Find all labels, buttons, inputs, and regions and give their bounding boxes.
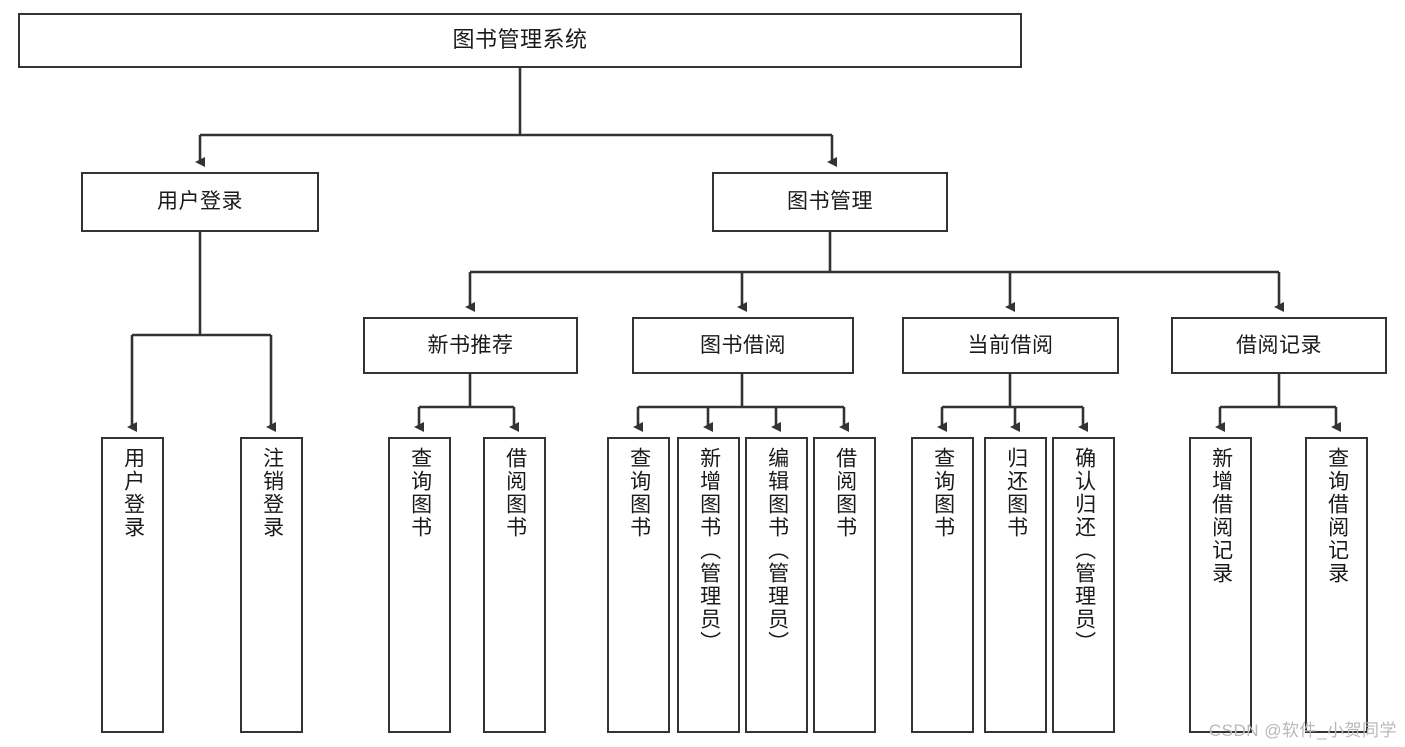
node-leaf-borrow-book-2-label: 借阅图书 [833,447,857,539]
node-leaf-add-record-label: 新增借阅记录 [1209,447,1233,585]
node-leaf-query-record-label: 查询借阅记录 [1325,447,1349,585]
node-book-borrow-label: 图书借阅 [700,333,786,357]
node-book-manage-label: 图书管理 [787,190,873,214]
node-leaf-add-record[interactable]: 新增借阅记录 [1189,437,1252,733]
node-leaf-user-login-label: 用户登录 [121,447,145,539]
node-leaf-query-book-1[interactable]: 查询图书 [388,437,451,733]
node-leaf-add-book-label: 新增图书（管理员） [697,447,721,654]
node-leaf-edit-book-label: 编辑图书（管理员） [765,447,789,654]
node-current-borrow-label: 当前借阅 [967,333,1054,357]
node-root[interactable]: 图书管理系统 [18,13,1022,68]
node-leaf-query-book-2-label: 查询图书 [627,447,651,539]
node-leaf-query-book-2[interactable]: 查询图书 [607,437,670,733]
node-leaf-return-book-label: 归还图书 [1004,447,1028,539]
node-leaf-logout-label: 注销登录 [260,447,284,539]
node-new-book-recommend[interactable]: 新书推荐 [363,317,578,374]
node-user-login-label: 用户登录 [157,190,243,214]
node-leaf-borrow-book-2[interactable]: 借阅图书 [813,437,876,733]
node-leaf-borrow-book-1-label: 借阅图书 [503,447,527,539]
node-user-login[interactable]: 用户登录 [81,172,319,232]
node-leaf-return-book[interactable]: 归还图书 [984,437,1047,733]
node-leaf-confirm-return[interactable]: 确认归还（管理员） [1052,437,1115,733]
node-leaf-user-login[interactable]: 用户登录 [101,437,164,733]
node-current-borrow[interactable]: 当前借阅 [902,317,1119,374]
watermark: CSDN @软件_小贺同学 [1208,721,1397,740]
node-root-label: 图书管理系统 [452,27,588,53]
node-book-manage[interactable]: 图书管理 [712,172,948,232]
node-borrow-record[interactable]: 借阅记录 [1171,317,1387,374]
node-leaf-borrow-book-1[interactable]: 借阅图书 [483,437,546,733]
node-leaf-query-book-3[interactable]: 查询图书 [911,437,974,733]
node-borrow-record-label: 借阅记录 [1236,333,1322,357]
node-leaf-edit-book[interactable]: 编辑图书（管理员） [745,437,808,733]
node-leaf-query-book-1-label: 查询图书 [408,447,432,539]
node-new-book-recommend-label: 新书推荐 [427,333,514,357]
node-leaf-query-book-3-label: 查询图书 [931,447,955,539]
node-leaf-confirm-return-label: 确认归还（管理员） [1072,447,1096,654]
node-leaf-query-record[interactable]: 查询借阅记录 [1305,437,1368,733]
node-leaf-logout[interactable]: 注销登录 [240,437,303,733]
node-book-borrow[interactable]: 图书借阅 [632,317,854,374]
node-leaf-add-book[interactable]: 新增图书（管理员） [677,437,740,733]
